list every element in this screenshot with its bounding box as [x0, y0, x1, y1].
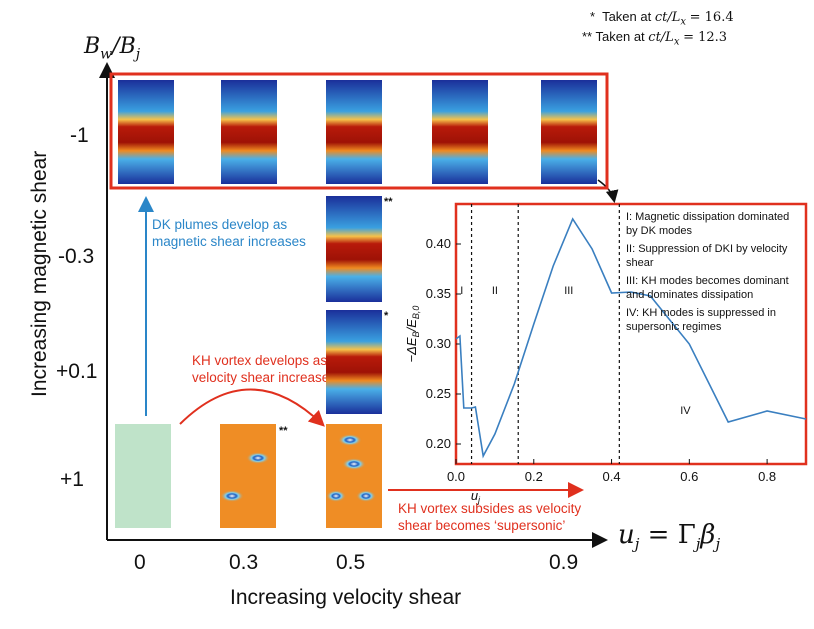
- panel-top-3: [326, 80, 382, 184]
- kh-develop-arrow: [179, 388, 325, 427]
- double-star-mark: **: [384, 196, 393, 208]
- vortex: [342, 458, 366, 470]
- panel-mid-pos01: [326, 310, 382, 414]
- note-expr: ct/L: [654, 10, 681, 25]
- region-legend: I: Magnetic dissipation dominated by DK …: [626, 210, 791, 334]
- legend-item-i: I: Magnetic dissipation dominated by DK …: [626, 211, 790, 237]
- note-val: = 12.3: [683, 30, 728, 45]
- note-expr: ct/L: [648, 30, 674, 45]
- note-text: Taken at: [595, 29, 645, 44]
- kh-subside-annotation: KH vortex subsides as velocity shear bec…: [398, 500, 581, 534]
- region-label: II: [492, 285, 498, 297]
- panel-top-1: [118, 80, 174, 184]
- x-tick-03: 0.3: [229, 551, 259, 574]
- y-title-num: B: [84, 34, 101, 59]
- formula-gamma: = Γ: [647, 520, 696, 550]
- single-star-mark: *: [384, 310, 389, 322]
- y-tick-label: 0.30: [426, 336, 451, 351]
- dk-line1: DK plumes develop as: [152, 217, 288, 232]
- legend-item-iii: III: KH modes becomes dominant and domin…: [626, 275, 789, 301]
- series-line: [455, 217, 807, 459]
- x-tick-label: 0.8: [758, 469, 776, 484]
- kh-develop-line1: KH vortex develops as: [192, 353, 328, 368]
- panel-bottom-0: [115, 424, 171, 528]
- note-text: Taken at: [602, 9, 652, 24]
- formula-u-sub: j: [634, 535, 640, 554]
- y-axis-title: Bw/Bj: [84, 34, 141, 63]
- y-tick-label: 0.20: [426, 436, 451, 451]
- inset-arrow: [597, 179, 619, 204]
- note-star: *: [590, 9, 596, 24]
- kh-subside-line2: shear becomes ‘supersonic’: [398, 518, 566, 533]
- vortex: [356, 490, 376, 502]
- panel-bottom-03: [220, 424, 276, 528]
- y-title-num-sub: w: [100, 46, 113, 63]
- vortex: [338, 434, 362, 446]
- note-val: = 16.4: [689, 10, 734, 25]
- kh-subside-line1: KH vortex subsides as velocity: [398, 501, 582, 516]
- region-label: IV: [680, 405, 691, 417]
- x-tick-09: 0.9: [549, 551, 579, 574]
- y-tick-pos01: +0.1: [56, 360, 98, 383]
- inset-frame: [454, 202, 808, 466]
- vortex: [246, 452, 270, 464]
- x-axis-label: Increasing velocity shear: [230, 586, 462, 609]
- y-tick-neg1: -1: [70, 124, 89, 147]
- vortex: [220, 490, 244, 502]
- dk-annotation: DK plumes develop as magnetic shear incr…: [152, 216, 306, 250]
- panel-mid-neg03: [326, 196, 382, 302]
- x-tick-label: 0.4: [603, 469, 621, 484]
- y-tick-neg03: -0.3: [58, 245, 95, 268]
- formula-beta: β: [700, 520, 716, 550]
- dk-line2: magnetic shear increases: [152, 234, 306, 249]
- vortex: [326, 490, 346, 502]
- y-title-den-sub: j: [135, 46, 141, 63]
- x-tick-05: 0.5: [336, 551, 366, 574]
- y-tick-label: 0.40: [426, 236, 451, 251]
- panel-top-4: [432, 80, 488, 184]
- region-label: III: [564, 285, 573, 297]
- x-tick-0: 0: [134, 551, 146, 574]
- panel-top-5: [541, 80, 597, 184]
- legend-item-ii: II: Suppression of DKI by velocity shear: [626, 243, 788, 269]
- y-tick-label: 0.25: [426, 386, 451, 401]
- double-star-mark: **: [279, 425, 288, 437]
- inset-y-label: −ΔEB/EB,0: [404, 306, 421, 363]
- region-label: I: [460, 285, 463, 297]
- panel-top-2: [221, 80, 277, 184]
- x-tick-label: 0.6: [680, 469, 698, 484]
- note-ct-12-3: ** Taken at ct/Lx = 12.3: [582, 28, 727, 52]
- kh-develop-line2: velocity shear increases: [192, 370, 337, 385]
- kh-develop-annotation: KH vortex develops as velocity shear inc…: [192, 352, 336, 386]
- y-title-den: B: [119, 34, 136, 59]
- x-tick-label: 0.2: [525, 469, 543, 484]
- legend-item-iv: IV: KH modes is suppressed in supersonic…: [626, 307, 776, 333]
- x-axis-formula: uj = Γjβj: [618, 520, 720, 553]
- note-sub: x: [680, 16, 687, 28]
- note-star: **: [582, 29, 593, 44]
- y-tick-label: 0.35: [426, 286, 451, 301]
- note-sub: x: [673, 36, 680, 48]
- formula-gamma-sub: j: [695, 535, 701, 554]
- top-row-frame: [109, 72, 609, 190]
- formula-u: u: [618, 520, 635, 550]
- inset-x-label: uj: [471, 488, 481, 505]
- formula-beta-sub: j: [715, 535, 721, 554]
- y-tick-pos1: +1: [60, 468, 84, 491]
- note-ct-16-4: * Taken at ct/Lx = 16.4: [590, 8, 734, 32]
- x-tick-label: 0.0: [447, 469, 465, 484]
